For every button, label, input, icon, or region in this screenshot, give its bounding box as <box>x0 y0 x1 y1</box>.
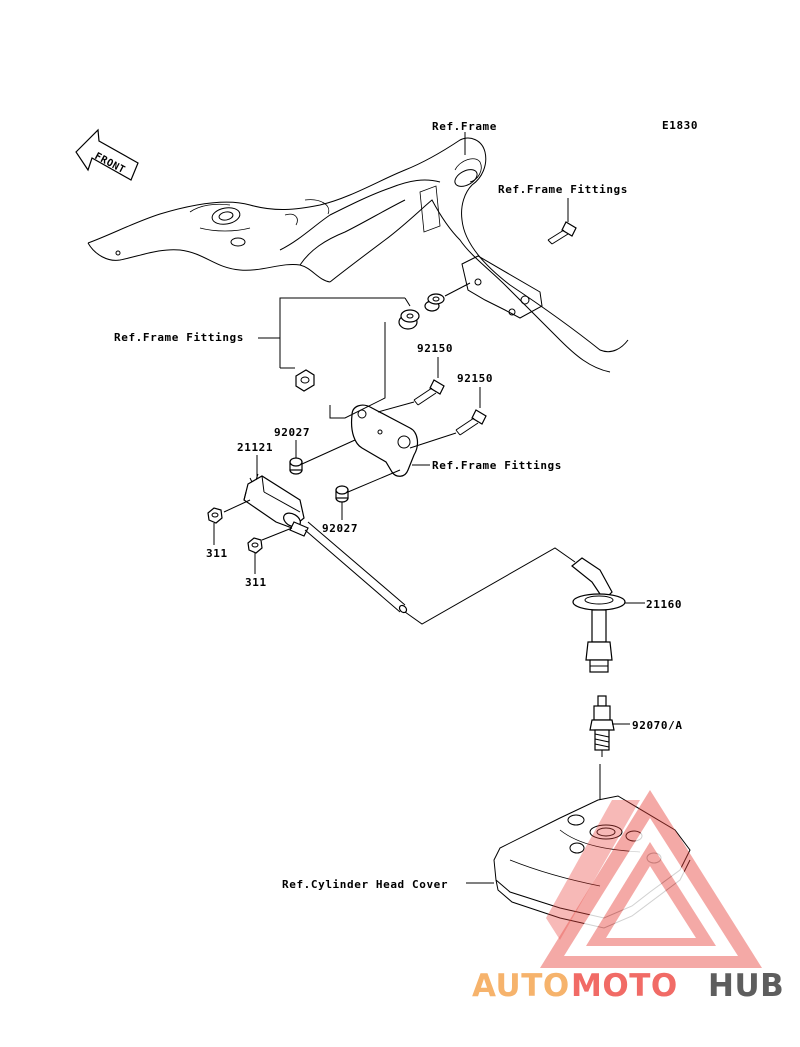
coil-label: 21121 <box>237 441 273 454</box>
nut-b-label: 311 <box>245 576 267 589</box>
nut-a <box>207 507 223 524</box>
spark-plug-cap <box>571 557 626 673</box>
logo-auto: AUTO <box>472 968 570 1004</box>
logo-hub: HUB <box>708 968 784 1004</box>
ref-frame-fittings-top-label: Ref.Frame Fittings <box>498 183 628 196</box>
spacer-a-label: 92027 <box>274 426 310 439</box>
spacer-b-label: 92027 <box>322 522 358 535</box>
triangle-logo-icon <box>540 790 762 968</box>
front-arrow-icon: FRONT <box>75 128 139 181</box>
mounting-bracket <box>350 404 419 477</box>
diagram-code: E1830 <box>662 119 698 132</box>
bolt-a <box>413 379 445 406</box>
collar-nut <box>295 369 315 392</box>
bolt-b <box>455 409 487 436</box>
frame-bolt <box>547 221 577 245</box>
plug-cap-label: 21160 <box>646 598 682 611</box>
frame-outline <box>87 137 629 373</box>
ref-frame-label: Ref.Frame <box>432 120 497 133</box>
nut-b <box>247 537 263 554</box>
ref-frame-fittings-mid-label: Ref.Frame Fittings <box>432 459 562 472</box>
bolt-a-label: 92150 <box>417 342 453 355</box>
bolt-b-label: 92150 <box>457 372 493 385</box>
spacer-b <box>335 485 349 503</box>
ignition-coil <box>243 473 309 537</box>
ref-frame-fittings-left-label: Ref.Frame Fittings <box>114 331 244 344</box>
spacer-a <box>289 457 303 475</box>
automotohub-logo: AUTO MOTO HUB <box>472 790 784 1004</box>
cylinder-head-cover-label: Ref.Cylinder Head Cover <box>282 878 448 891</box>
grommet-large <box>398 309 420 330</box>
spark-plug <box>589 695 615 757</box>
grommet-small <box>424 293 445 312</box>
spark-plug-label: 92070/A <box>632 719 683 732</box>
nut-a-label: 311 <box>206 547 228 560</box>
logo-moto: MOTO <box>571 968 678 1004</box>
